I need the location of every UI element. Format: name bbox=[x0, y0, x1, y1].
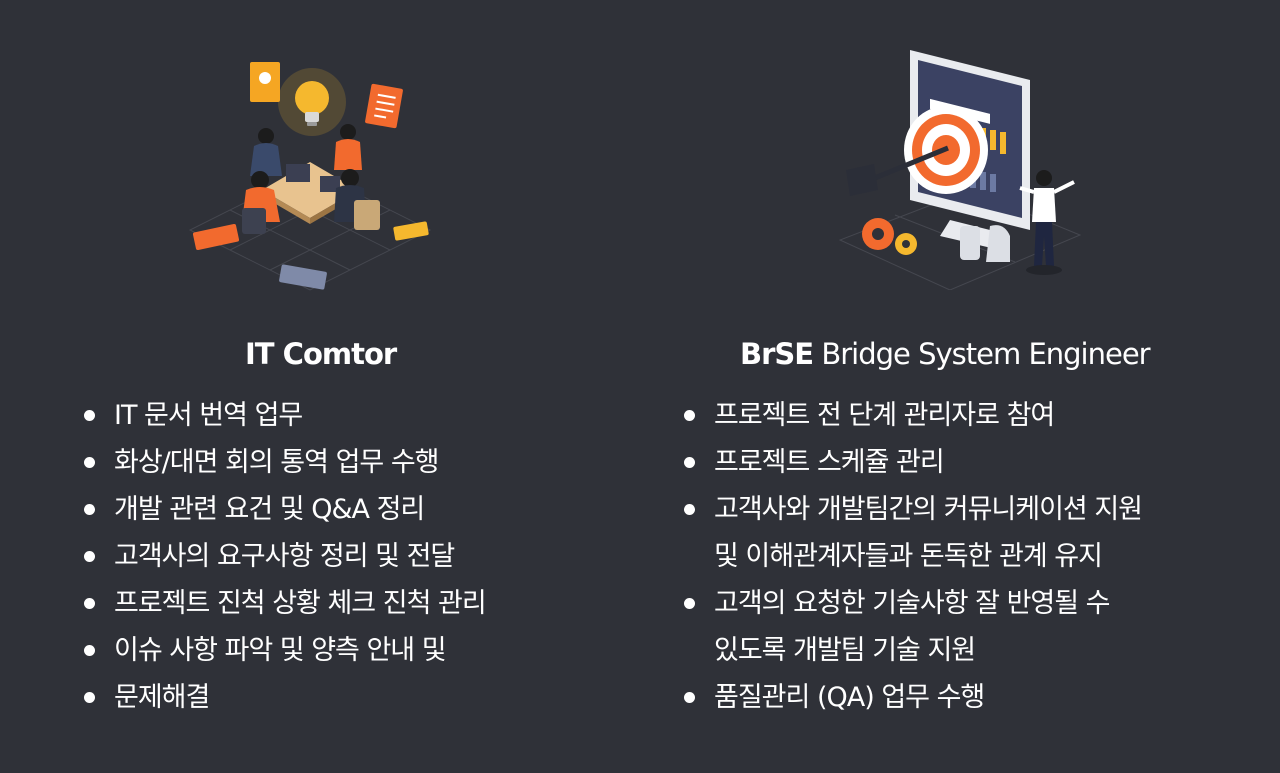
list-item: 프로젝트 전 단계 관리자로 참여 bbox=[680, 392, 1260, 439]
bullet-icon bbox=[84, 457, 95, 468]
list-item: 이슈 사항 파악 및 양측 안내 및 bbox=[80, 627, 600, 674]
list-item: 문제해결 bbox=[80, 674, 600, 721]
bullet-icon bbox=[84, 692, 95, 703]
bullet-icon bbox=[684, 457, 695, 468]
title-abbreviation: BrSE bbox=[740, 337, 814, 371]
bullet-icon bbox=[684, 692, 695, 703]
sticky-note-icon bbox=[192, 221, 429, 251]
brse-duties-list: 프로젝트 전 단계 관리자로 참여 프로젝트 스케쥴 관리 고객사와 개발팀간의… bbox=[680, 392, 1260, 721]
gear-icon bbox=[862, 218, 917, 255]
lightbulb-icon bbox=[295, 81, 329, 126]
section-title: BrSE Bridge System Engineer bbox=[740, 330, 1151, 378]
arrow-icon bbox=[846, 145, 949, 196]
bullet-icon bbox=[684, 504, 695, 515]
bullet-icon bbox=[84, 504, 95, 515]
chair bbox=[242, 208, 266, 234]
chair bbox=[354, 200, 380, 230]
list-item: 고객사의 요구사항 정리 및 전달 bbox=[80, 533, 600, 580]
bullet-icon bbox=[84, 645, 95, 656]
target-monitor-illustration bbox=[838, 50, 1082, 290]
person-icon bbox=[334, 124, 362, 170]
chat-bubble-icon bbox=[250, 62, 280, 102]
person-icon bbox=[250, 128, 282, 176]
list-item: 프로젝트 진척 상황 체크 진척 관리 bbox=[80, 580, 600, 627]
laptop-icon bbox=[286, 164, 340, 192]
list-item: 개발 관련 요건 및 Q&A 정리 bbox=[80, 486, 600, 533]
keyboard-icon bbox=[279, 264, 327, 290]
list-item: 프로젝트 스케쥴 관리 bbox=[680, 439, 1260, 486]
it-comtor-duties-list: IT 문서 번역 업무 화상/대면 회의 통역 업무 수행 개발 관련 요건 및… bbox=[80, 392, 600, 721]
list-item: 화상/대면 회의 통역 업무 수행 bbox=[80, 439, 600, 486]
list-item: 품질관리 (QA) 업무 수행 bbox=[680, 674, 1260, 721]
bullet-icon bbox=[84, 410, 95, 421]
section-title: IT Comtor bbox=[245, 337, 397, 371]
bullet-icon bbox=[84, 551, 95, 562]
list-item: IT 문서 번역 업무 bbox=[80, 392, 600, 439]
bullet-icon bbox=[684, 410, 695, 421]
chess-piece-icon bbox=[960, 225, 1010, 262]
bullet-icon bbox=[84, 598, 95, 609]
title-full: Bridge System Engineer bbox=[821, 337, 1150, 371]
document-icon bbox=[365, 83, 403, 129]
bullet-icon bbox=[684, 598, 695, 609]
person-icon bbox=[1019, 170, 1075, 275]
team-meeting-illustration bbox=[188, 62, 432, 291]
